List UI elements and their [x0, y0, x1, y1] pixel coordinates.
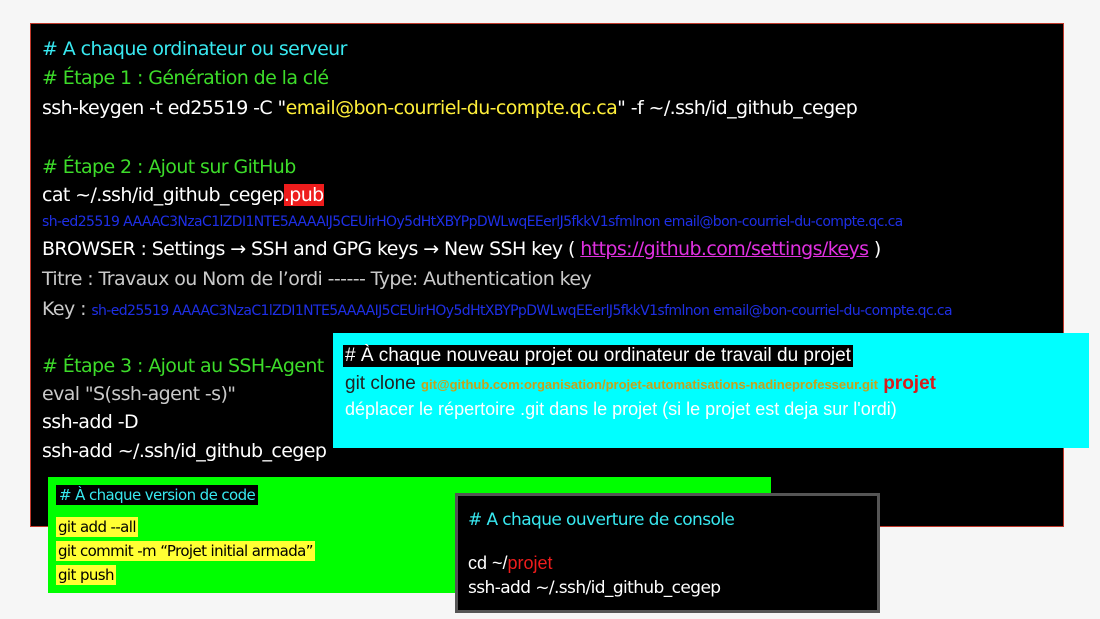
step1-heading: # Étape 1 : Génération de la clé: [42, 67, 329, 89]
console-open-heading: # A chaque ouverture de console: [468, 510, 735, 530]
keygen-command-prefix: ssh-keygen -t ed25519 -C ": [42, 97, 286, 119]
console-ssh-add-command: ssh-add ~/.ssh/id_github_cegep: [468, 578, 721, 598]
github-keys-link[interactable]: https://github.com/settings/keys: [580, 238, 869, 260]
keygen-command: ssh-keygen -t ed25519 -C "email@bon-cour…: [42, 96, 858, 120]
cat-command: cat ~/.ssh/id_github_cegep.pub: [42, 183, 324, 207]
step3-heading: # Étape 3 : Ajout au SSH-Agent: [42, 355, 324, 377]
git-clone-directory: projet: [883, 373, 936, 394]
main-terminal-panel: # A chaque ordinateur ou serveur # Étape…: [30, 23, 1064, 527]
comment-every-computer: # A chaque ordinateur ou serveur: [42, 38, 347, 60]
console-open-panel: # A chaque ouverture de console cd ~/pro…: [455, 493, 880, 613]
browser-instructions: BROWSER : Settings → SSH and GPG keys → …: [42, 237, 881, 261]
key-value: sh-ed25519 AAAAC3NzaC1lZDI1NTE5AAAAIJ5CE…: [91, 303, 952, 319]
ssh-add-key-command: ssh-add ~/.ssh/id_github_cegep: [42, 440, 327, 462]
git-commit-command: git commit -m “Projet initial armada”: [56, 541, 315, 561]
pub-extension-highlight: .pub: [283, 184, 324, 206]
git-clone-command: git clone git@github.com:organisation/pr…: [345, 373, 936, 395]
browser-close-paren: ): [868, 238, 881, 260]
cd-prefix: cd ~/: [468, 553, 508, 573]
git-clone-url: git@github.com:organisation/projet-autom…: [421, 377, 878, 392]
eval-command: eval "S(ssh-agent -s)": [42, 383, 236, 405]
new-project-panel: # À chaque nouveau projet ou ordinateur …: [333, 333, 1089, 448]
step2-heading: # Étape 2 : Ajout sur GitHub: [42, 156, 296, 178]
git-add-command: git add --all: [56, 517, 138, 537]
cd-directory: projet: [507, 553, 553, 573]
title-type-line: Titre : Travaux ou Nom de l’ordi ------ …: [42, 268, 592, 290]
move-git-instruction: déplacer le répertoire .git dans le proj…: [345, 399, 897, 419]
keygen-command-suffix: " -f ~/.ssh/id_github_cegep: [617, 97, 858, 119]
git-push-command: git push: [56, 565, 116, 585]
git-clone-prefix: git clone: [345, 373, 422, 394]
key-label: Key :: [42, 298, 92, 320]
keygen-email: email@bon-courriel-du-compte.qc.ca: [285, 97, 618, 119]
new-project-heading: # À chaque nouveau projet ou ordinateur …: [343, 345, 853, 367]
ssh-add-d-command: ssh-add -D: [42, 411, 139, 433]
code-version-heading: # À chaque version de code: [56, 485, 259, 505]
cd-command: cd ~/projet: [468, 553, 553, 574]
key-line: Key : sh-ed25519 AAAAC3NzaC1lZDI1NTE5AAA…: [42, 297, 953, 323]
cat-command-path: cat ~/.ssh/id_github_cegep: [42, 184, 284, 206]
public-key-output: sh-ed25519 AAAAC3NzaC1lZDI1NTE5AAAAIJ5CE…: [42, 214, 903, 230]
browser-path: BROWSER : Settings → SSH and GPG keys → …: [42, 238, 581, 260]
